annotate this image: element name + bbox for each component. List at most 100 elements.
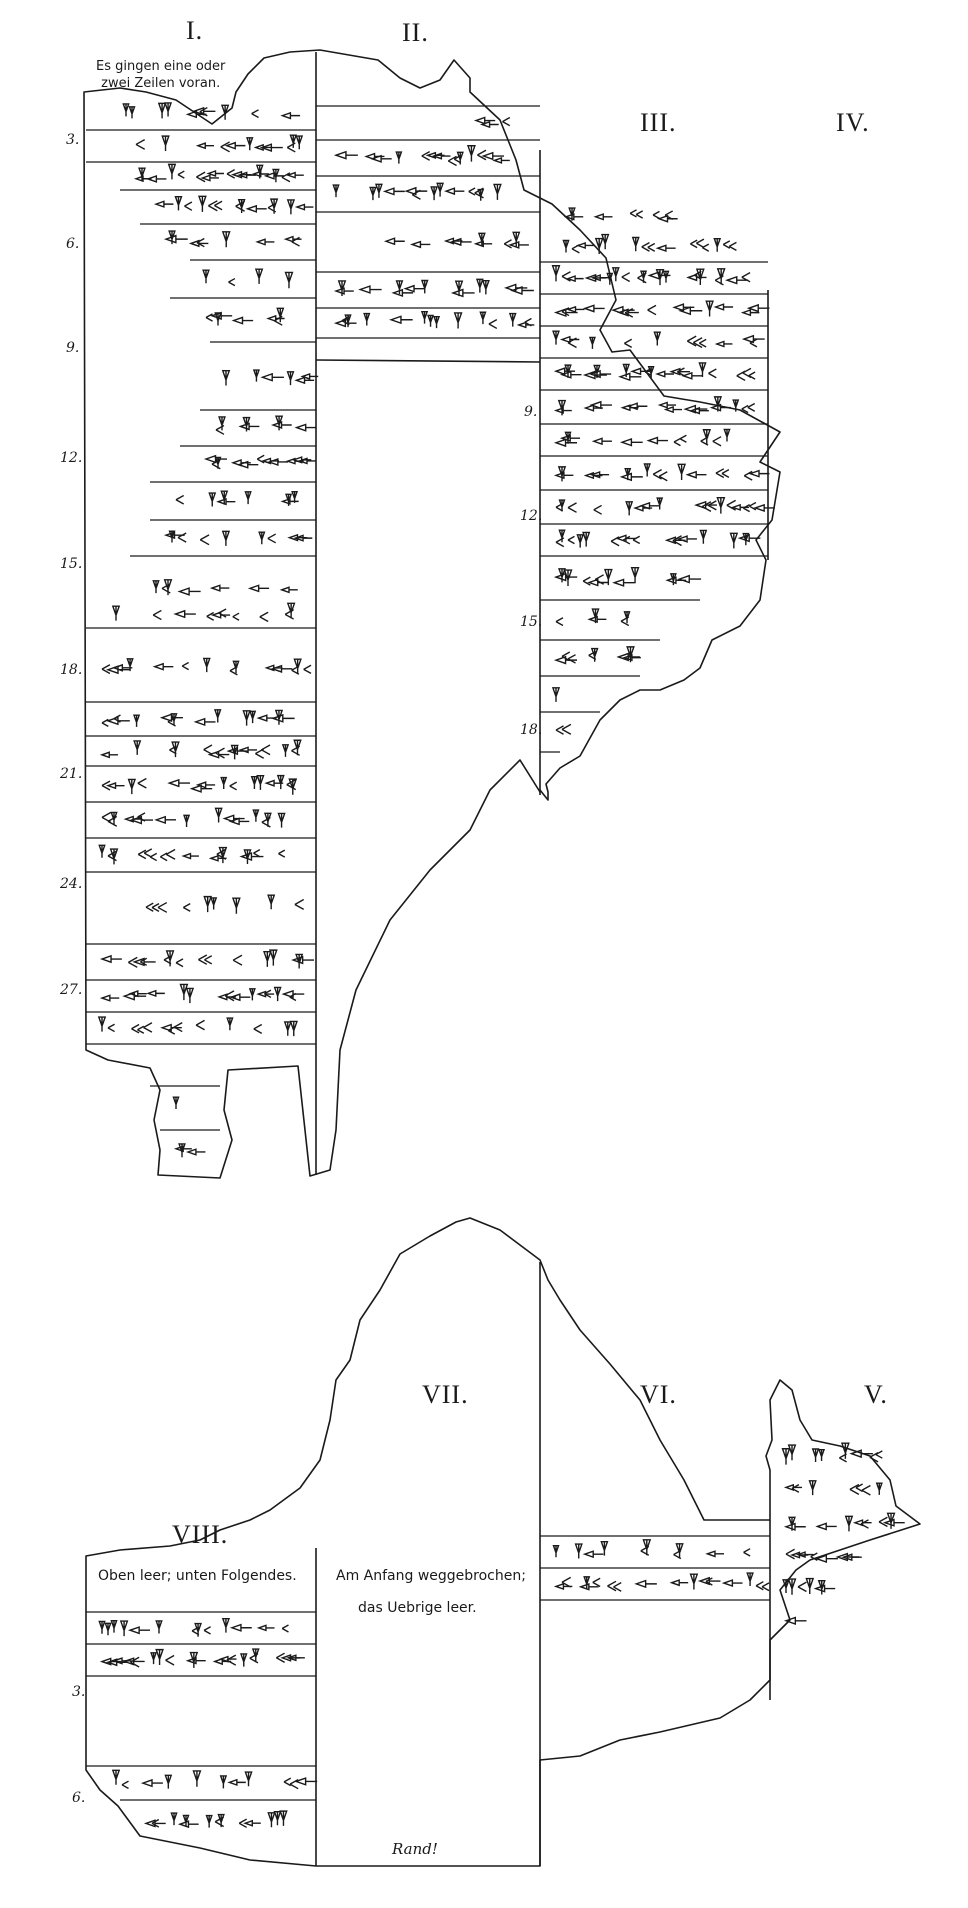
cuneiform-wedge bbox=[677, 574, 702, 584]
cuneiform-wedge bbox=[696, 238, 705, 249]
cuneiform-wedge bbox=[152, 609, 162, 621]
cuneiform-wedge bbox=[818, 1449, 826, 1462]
cuneiform-wedge bbox=[479, 311, 487, 325]
cuneiform-wedge bbox=[502, 116, 511, 127]
cuneiform-wedge bbox=[713, 237, 722, 252]
cuneiform-wedge bbox=[137, 812, 146, 822]
cuneiform-wedge bbox=[582, 1550, 604, 1559]
cuneiform-wedge bbox=[709, 403, 731, 412]
cuneiform-wedge bbox=[558, 568, 566, 583]
cuneiform-wedge bbox=[815, 1522, 837, 1531]
cuneiform-wedge bbox=[202, 269, 210, 284]
cuneiform-wedge bbox=[274, 415, 284, 431]
cuneiform-wedge bbox=[286, 199, 296, 215]
cuneiform-wedge bbox=[721, 1579, 743, 1588]
cuneiform-wedge bbox=[512, 231, 521, 247]
cuneiform-wedge bbox=[606, 272, 614, 285]
cuneiform-wedge bbox=[855, 1483, 863, 1493]
cuneiform-wedge bbox=[228, 817, 250, 826]
cuneiform-wedge bbox=[742, 532, 750, 546]
cuneiform-wedge bbox=[370, 154, 392, 163]
cuneiform-wedge bbox=[748, 469, 770, 478]
cuneiform-wedge bbox=[676, 535, 697, 543]
cuneiform-wedge bbox=[291, 955, 315, 965]
cuneiform-wedge bbox=[558, 529, 566, 543]
col7-note-line1: Am Anfang weggebrochen; bbox=[336, 1568, 526, 1584]
cuneiform-wedge bbox=[697, 1576, 721, 1586]
cuneiform-wedge bbox=[138, 167, 146, 182]
cuneiform-wedge bbox=[622, 363, 630, 378]
cuneiform-wedge bbox=[561, 271, 571, 282]
cuneiform-wedge bbox=[273, 986, 282, 1002]
cuneiform-wedge bbox=[286, 371, 295, 386]
cuneiform-wedge bbox=[849, 1449, 873, 1459]
cuneiform-wedge bbox=[705, 1550, 724, 1558]
cuneiform-wedge bbox=[203, 895, 213, 913]
cuneiform-wedge bbox=[726, 499, 736, 511]
cuneiform-wedge bbox=[291, 236, 300, 247]
cuneiform-wedge bbox=[468, 187, 476, 196]
cuneiform-wedge bbox=[590, 647, 599, 662]
cuneiform-wedge bbox=[748, 501, 757, 511]
cuneiform-wedge bbox=[198, 954, 208, 965]
cuneiform-wedge bbox=[279, 586, 298, 594]
cuneiform-wedge bbox=[289, 1020, 298, 1037]
cuneiform-wedge bbox=[587, 578, 609, 587]
cuneiform-wedge bbox=[135, 138, 146, 150]
cuneiform-wedge bbox=[99, 954, 122, 964]
cuneiform-wedge bbox=[840, 1442, 850, 1459]
cuneiform-wedge bbox=[203, 1626, 211, 1635]
cuneiform-wedge bbox=[363, 312, 371, 326]
cuneiform-wedge bbox=[177, 170, 185, 179]
cuneiform-wedge bbox=[252, 809, 260, 822]
cuneiform-wedge bbox=[199, 106, 208, 117]
cuneiform-wedge bbox=[492, 157, 510, 164]
cuneiform-wedge bbox=[791, 1484, 800, 1493]
cuneiform-wedge bbox=[259, 611, 269, 623]
cuneiform-wedge bbox=[196, 171, 206, 183]
cuneiform-wedge bbox=[216, 497, 236, 506]
cuneiform-wedge bbox=[600, 1540, 609, 1556]
cuneiform-wedge bbox=[621, 272, 631, 283]
cuneiform-wedge bbox=[236, 171, 256, 179]
cuneiform-wedge bbox=[635, 210, 644, 219]
cuneiform-wedge bbox=[281, 172, 291, 183]
cuneiform-wedge bbox=[481, 151, 504, 161]
cuneiform-wedge bbox=[849, 1483, 860, 1495]
cuneiform-wedge bbox=[783, 1616, 807, 1626]
cuneiform-wedge bbox=[524, 317, 532, 327]
cuneiform-wedge bbox=[133, 714, 141, 727]
cuneiform-wedge bbox=[420, 310, 429, 324]
cuneiform-wedge bbox=[199, 534, 210, 546]
cuneiform-wedge bbox=[238, 422, 260, 431]
cuneiform-wedge bbox=[647, 365, 655, 378]
cuneiform-wedge bbox=[164, 102, 173, 117]
cuneiform-wedge bbox=[181, 661, 189, 671]
cuneiform-wedge bbox=[477, 232, 486, 247]
cuneiform-wedge bbox=[590, 274, 610, 282]
cuneiform-wedge bbox=[624, 308, 634, 318]
cuneiform-wedge bbox=[192, 1770, 202, 1787]
cuneiform-wedge bbox=[285, 493, 293, 506]
cuneiform-wedge bbox=[177, 1820, 199, 1829]
cuneiform-wedge bbox=[150, 1652, 158, 1665]
cuneiform-wedge bbox=[170, 713, 178, 726]
rand-note: Rand! bbox=[392, 1840, 438, 1858]
cuneiform-wedge bbox=[155, 1648, 164, 1666]
cuneiform-wedge bbox=[232, 954, 243, 966]
cuneiform-wedge bbox=[626, 646, 635, 663]
cuneiform-wedge bbox=[252, 369, 260, 382]
col3-line-number: 9. bbox=[524, 404, 538, 420]
cuneiform-wedge bbox=[616, 308, 639, 317]
col8-line-number: 3. bbox=[72, 1684, 86, 1700]
cuneiform-wedge bbox=[716, 496, 726, 514]
cuneiform-wedge bbox=[593, 213, 613, 221]
cuneiform-wedge bbox=[154, 815, 177, 824]
cuneiform-wedge bbox=[171, 741, 180, 758]
cuneiform-wedge bbox=[787, 1444, 797, 1461]
cuneiform-wedge bbox=[563, 213, 584, 221]
cuneiform-wedge bbox=[678, 306, 703, 316]
cuneiform-wedge bbox=[382, 187, 405, 196]
cuneiform-wedge bbox=[716, 268, 726, 285]
cuneiform-wedge bbox=[177, 587, 201, 596]
